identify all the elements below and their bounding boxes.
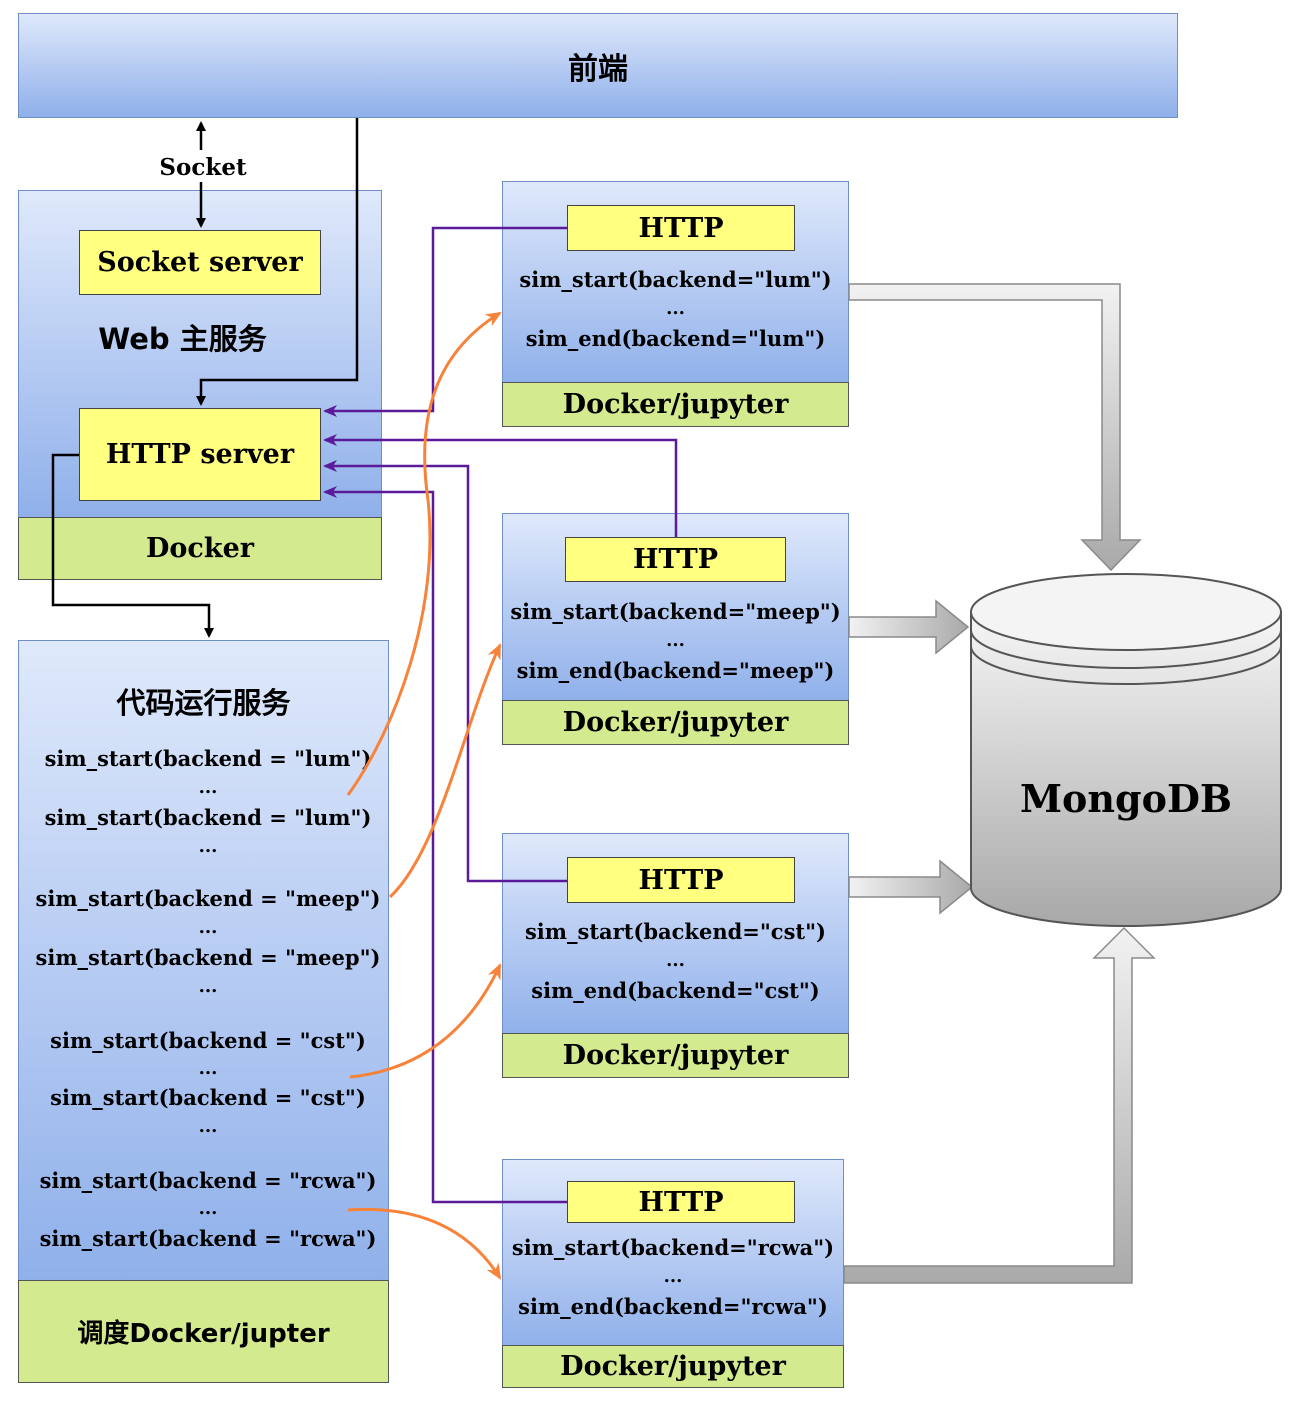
worker-rcwa-start: sim_start(backend="rcwa") [511,1235,835,1260]
callback-rcwa-line [323,486,567,1204]
worker-lum-start: sim_start(backend="lum") [519,267,832,292]
scheduler-line: sim_start(backend = "meep") [35,945,381,970]
worker-meep-docker: Docker/jupyter [502,700,849,745]
mongodb-label: MongoDB [1019,776,1233,821]
mongodb-cylinder [970,573,1282,927]
worker-rcwa-ellipsis: ... [663,1266,683,1287]
worker-cst-ellipsis: ... [666,950,685,971]
http-server-box: HTTP server [79,408,321,501]
dispatch-meep-curve [388,643,502,899]
worker-meep-end: sim_end(backend="meep") [516,658,835,683]
worker-cst-end: sim_end(backend="cst") [531,978,820,1003]
frontend-box: 前端 [18,13,1178,118]
dispatch-rcwa-curve [347,1207,502,1280]
scheduler-line: sim_start(backend = "cst") [50,1028,366,1053]
worker-cst-start: sim_start(backend="cst") [524,919,826,944]
worker-lum-end: sim_end(backend="lum") [525,326,826,351]
scheduler-line: sim_start(backend = "cst") [50,1085,366,1110]
scheduler-line: sim_start(backend = "meep") [35,886,381,911]
scheduler-ellipsis: ... [198,917,218,938]
dispatch-lum-curve [346,311,502,796]
worker-meep-ellipsis: ... [666,630,685,651]
scheduler-line: sim_start(backend = "rcwa") [39,1226,377,1251]
scheduler-docker-bar: 调度Docker/jupter [18,1280,389,1383]
scheduler-ellipsis: ... [198,976,218,997]
scheduler-line: sim_start(backend = "rcwa") [39,1168,377,1193]
worker-meep-http: HTTP [565,537,786,582]
scheduler-line: sim_start(backend = "lum") [44,805,372,830]
scheduler-ellipsis: ... [198,1058,218,1079]
http-to-scheduler-arrow [51,453,214,638]
frontend-to-http-arrow [196,118,359,406]
worker-lum-docker: Docker/jupyter [502,382,849,427]
store-rcwa-arrow [843,926,1156,1284]
dispatch-cst-curve [349,963,502,1079]
store-cst-arrow [848,859,974,915]
socket-server-box: Socket server [79,230,321,295]
callback-lum-line [323,226,567,417]
scheduler-ellipsis: ... [198,836,218,857]
worker-rcwa-http: HTTP [567,1181,795,1223]
scheduler-title: 代码运行服务 [116,686,291,720]
frontend-label: 前端 [568,51,628,87]
worker-rcwa-end: sim_end(backend="rcwa") [518,1294,828,1319]
callback-meep-line [323,434,678,537]
scheduler-ellipsis: ... [198,1198,218,1219]
store-meep-arrow [848,599,970,655]
scheduler-line: sim_start(backend = "lum") [44,746,372,771]
scheduler-ellipsis: ... [198,777,218,798]
web-service-title: Web 主服务 [98,322,267,356]
worker-lum-ellipsis: ... [666,298,685,319]
worker-lum-http: HTTP [567,205,795,251]
callback-cst-line [323,460,567,883]
scheduler-ellipsis: ... [198,1116,218,1137]
scheduler-box [18,640,389,1285]
worker-cst-docker: Docker/jupyter [502,1033,849,1078]
web-docker-bar: Docker [18,517,382,580]
worker-meep-start: sim_start(backend="meep") [510,599,841,624]
store-lum-arrow [848,283,1142,572]
socket-link-label: Socket [158,154,248,181]
worker-rcwa-docker: Docker/jupyter [502,1345,844,1388]
worker-cst-http: HTTP [567,857,795,903]
